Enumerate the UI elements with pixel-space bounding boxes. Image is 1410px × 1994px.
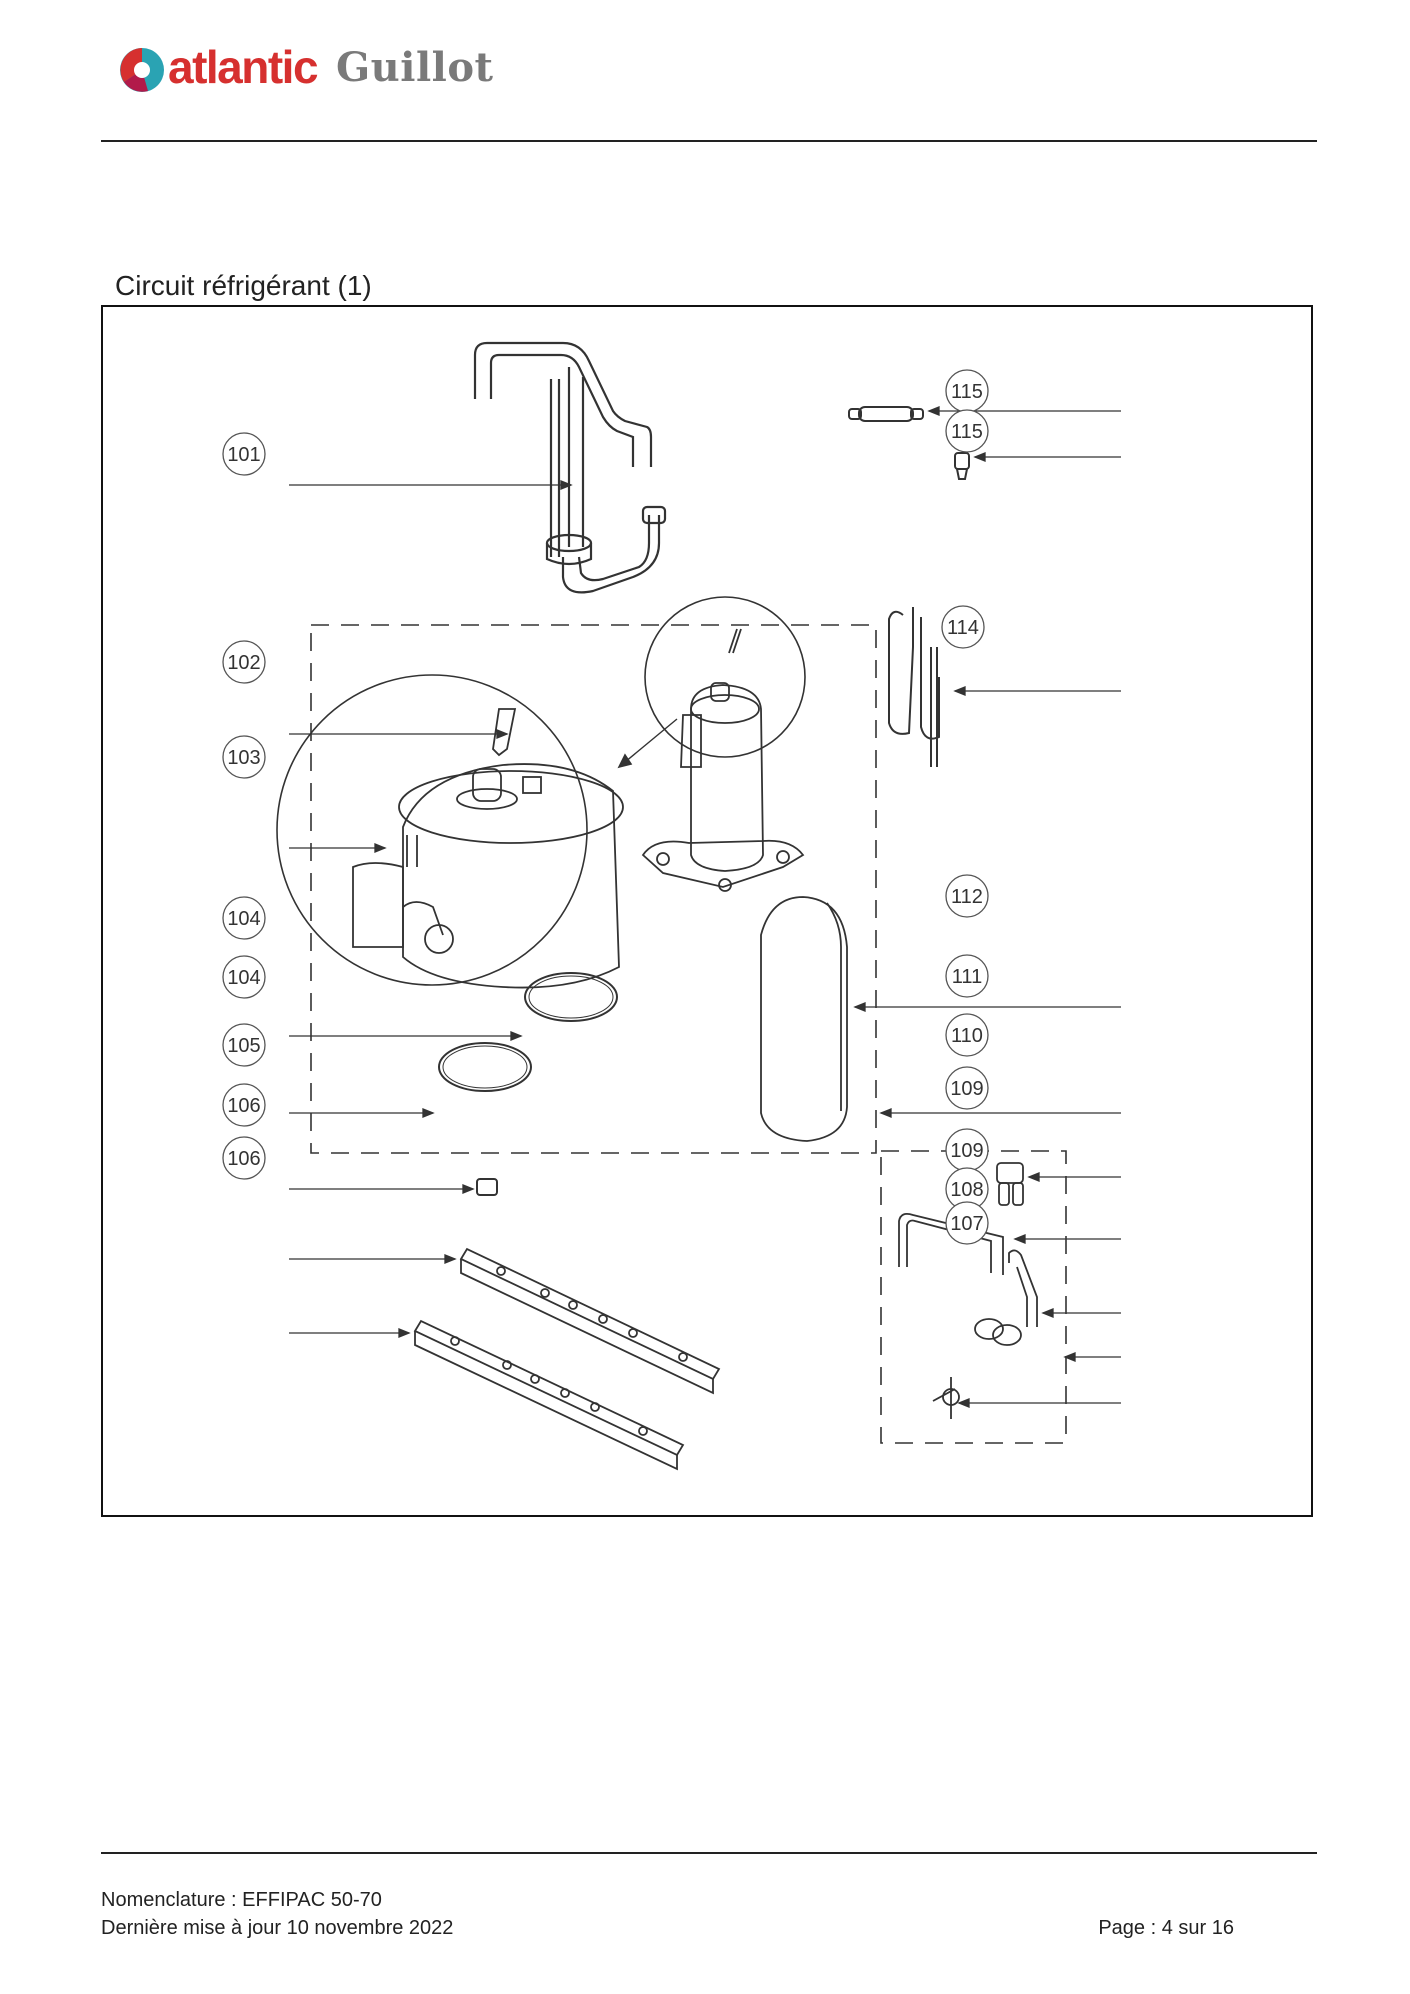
detail-circle-small [644, 596, 806, 758]
footer-divider [101, 1852, 1317, 1854]
footer-last-update: Dernière mise à jour 10 novembre 2022 [101, 1917, 454, 1939]
callout-label: 104 [227, 908, 260, 930]
leader-arrow-17 [957, 1398, 970, 1408]
valve-core-part [954, 452, 970, 480]
callout-115-9: 115 [945, 409, 989, 453]
callout-108-16: 108 [945, 1167, 989, 1211]
atlantic-logo-icon [120, 48, 164, 92]
mounting-rail-1 [459, 1247, 721, 1395]
callout-label: 101 [227, 444, 260, 466]
callout-label: 110 [951, 1025, 983, 1047]
strap-band-2 [438, 1042, 532, 1092]
section-title: Circuit réfrigérant (1) [115, 270, 372, 301]
connector-block [476, 1178, 498, 1196]
discharge-pipe-part [888, 607, 940, 767]
leader-arrow-15 [1041, 1308, 1054, 1318]
callout-label: 108 [950, 1179, 983, 1201]
strainer-part [848, 406, 924, 422]
header-divider [101, 140, 1317, 142]
callout-109-15: 109 [945, 1128, 989, 1172]
callout-101-0: 101 [222, 432, 266, 476]
callout-114-10: 114 [941, 605, 985, 649]
compressor-detail-large [352, 708, 624, 989]
leader-arrow-10 [953, 686, 966, 696]
leader-arrow-7 [398, 1328, 411, 1338]
callout-label: 103 [227, 747, 260, 769]
detail-arrow [618, 718, 678, 768]
compressor-group-box [310, 624, 877, 1154]
callout-111-12: 111 [945, 954, 989, 998]
brand-secondary: Guillot [336, 44, 494, 91]
callout-110-13: 110 [945, 1013, 989, 1057]
callout-label: 111 [952, 966, 982, 988]
leader-arrow-12 [879, 1108, 892, 1118]
leader-arrow-0 [560, 480, 573, 490]
callout-107-17: 107 [945, 1201, 989, 1245]
strap-band-1 [524, 972, 618, 1022]
leader-arrow-9 [973, 452, 986, 462]
callout-104-4: 104 [222, 955, 266, 999]
callout-label: 112 [951, 886, 983, 908]
callout-label: 105 [227, 1035, 260, 1057]
detail-circle-large [276, 674, 588, 986]
footer-page-number: Page : 4 sur 16 [1098, 1917, 1234, 1939]
callout-label: 109 [950, 1078, 983, 1100]
callout-115-8: 115 [945, 369, 989, 413]
callout-102-1: 102 [222, 640, 266, 684]
capillary-tube-part [898, 1212, 1038, 1327]
brand-logo: atlantic Guillot [118, 41, 498, 100]
callout-109-14: 109 [945, 1066, 989, 1110]
compressor-jacket [760, 896, 848, 1142]
leader-arrow-8 [927, 406, 940, 416]
callout-label: 102 [227, 652, 260, 674]
callout-label: 115 [951, 421, 983, 443]
leader-arrow-2 [374, 843, 387, 853]
callout-label: 106 [227, 1095, 260, 1117]
diagram-canvas: 101 102 103 104 104 105 106 106 115 115 114 112 111 1… [222, 341, 1121, 1471]
leader-arrow-1 [496, 729, 509, 739]
callout-label: 109 [950, 1140, 983, 1162]
leader-arrow-14 [1013, 1234, 1026, 1244]
hose-clamp-part [974, 1318, 1022, 1346]
leader-arrow-5 [462, 1184, 475, 1194]
leader-arrow-11 [853, 1002, 866, 1012]
callout-label: 107 [950, 1213, 983, 1235]
callout-label: 114 [947, 617, 979, 639]
suction-pipe-assembly [473, 341, 667, 594]
leader-arrow-4 [422, 1108, 435, 1118]
exploded-diagram: 101 102 103 104 104 105 106 106 115 115 114 112 111 1… [101, 305, 1313, 1517]
footer-nomenclature: Nomenclature : EFFIPAC 50-70 [101, 1889, 382, 1911]
leader-arrow-3 [510, 1031, 523, 1041]
callout-104-3: 104 [222, 896, 266, 940]
callout-label: 115 [951, 381, 983, 403]
callout-label: 104 [227, 967, 260, 989]
callout-label: 106 [227, 1148, 260, 1170]
brand-primary: atlantic [168, 41, 319, 93]
callout-103-2: 103 [222, 735, 266, 779]
leader-arrow-6 [444, 1254, 457, 1264]
service-valve-part [932, 1377, 960, 1419]
compressor-body [641, 628, 805, 892]
callout-106-6: 106 [222, 1083, 266, 1127]
leader-arrow-16 [1063, 1352, 1076, 1362]
strap-band-1-inner [528, 975, 614, 1019]
strap-band-2-inner [442, 1045, 528, 1089]
solenoid-valve-part [996, 1162, 1024, 1206]
mounting-rail-2 [413, 1319, 685, 1471]
leader-arrow-13 [1027, 1172, 1040, 1182]
callout-112-11: 112 [945, 874, 989, 918]
callout-105-5: 105 [222, 1023, 266, 1067]
callout-106-7: 106 [222, 1136, 266, 1180]
